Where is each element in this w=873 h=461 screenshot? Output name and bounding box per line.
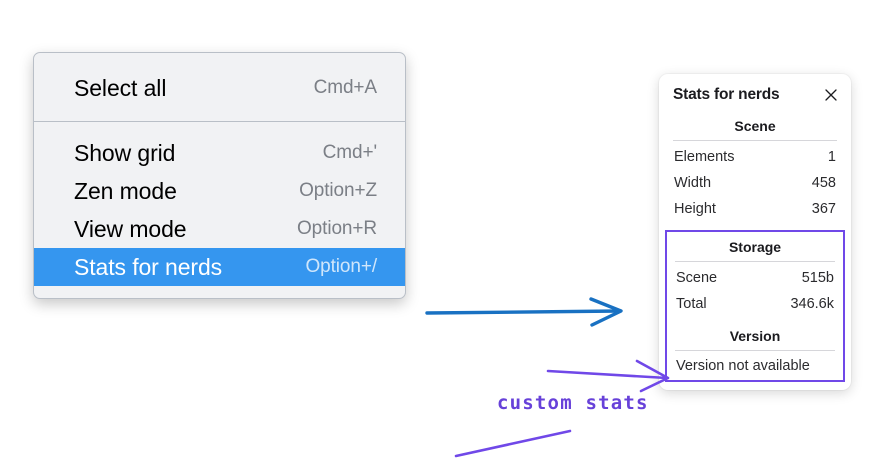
stat-row-elements: Elements 1 bbox=[669, 145, 841, 171]
purple-arrow-to-box bbox=[546, 359, 670, 393]
menu-item-shortcut: Option+Z bbox=[299, 180, 377, 201]
menu-item-shortcut: Cmd+A bbox=[313, 77, 377, 98]
stat-value: 458 bbox=[811, 174, 836, 191]
menu-item-shortcut: Option+R bbox=[297, 218, 377, 239]
custom-stats-annotation-label: custom stats bbox=[497, 392, 649, 414]
context-menu[interactable]: Select all Cmd+A Show grid Cmd+' Zen mod… bbox=[33, 52, 406, 299]
stat-row-storage-total: Total 346.6k bbox=[671, 292, 839, 318]
stat-key: Elements bbox=[674, 149, 735, 165]
menu-item-stats-for-nerds[interactable]: Stats for nerds Option+/ bbox=[34, 248, 405, 286]
close-icon[interactable] bbox=[823, 87, 839, 103]
section-title-storage: Storage bbox=[728, 239, 782, 256]
stat-value: 367 bbox=[811, 200, 836, 217]
section-title-scene: Scene bbox=[734, 118, 776, 134]
menu-item-label: Show grid bbox=[74, 139, 176, 166]
stat-key: Total bbox=[676, 296, 707, 312]
section-title-version: Version bbox=[729, 327, 781, 344]
blue-arrow bbox=[425, 297, 623, 327]
stat-value: 1 bbox=[827, 149, 836, 165]
section-divider bbox=[675, 349, 835, 351]
stats-panel-header: Stats for nerds bbox=[669, 86, 841, 104]
menu-item-label: View mode bbox=[74, 215, 187, 242]
section-divider bbox=[675, 261, 835, 263]
stat-row-storage-scene: Scene 515b bbox=[671, 266, 839, 292]
menu-item-shortcut: Cmd+' bbox=[322, 142, 377, 163]
section-divider bbox=[673, 140, 837, 141]
menu-group-1: Select all Cmd+A bbox=[34, 53, 405, 121]
menu-item-show-grid[interactable]: Show grid Cmd+' bbox=[34, 134, 405, 172]
stats-panel: Stats for nerds Scene Elements 1 Width 4… bbox=[659, 74, 851, 390]
stat-value: 346.6k bbox=[790, 296, 834, 312]
version-not-available-text: Version not available bbox=[676, 357, 810, 374]
menu-item-zen-mode[interactable]: Zen mode Option+Z bbox=[34, 172, 405, 210]
stats-panel-title: Stats for nerds bbox=[673, 86, 780, 103]
custom-stats-highlight-box: Storage Scene 515b Total 346.6k Version … bbox=[665, 230, 845, 382]
menu-item-shortcut: Option+/ bbox=[305, 256, 377, 277]
stat-row-height: Height 367 bbox=[669, 197, 841, 223]
menu-item-label: Zen mode bbox=[74, 177, 177, 204]
menu-divider bbox=[34, 121, 405, 122]
menu-item-view-mode[interactable]: View mode Option+R bbox=[34, 210, 405, 248]
menu-item-select-all[interactable]: Select all Cmd+A bbox=[34, 69, 405, 107]
menu-item-label: Stats for nerds bbox=[74, 253, 223, 280]
stat-key: Scene bbox=[676, 270, 718, 287]
stat-row-width: Width 458 bbox=[669, 171, 841, 197]
stat-key: Height bbox=[674, 200, 716, 217]
purple-underline-stroke bbox=[454, 429, 572, 458]
menu-group-2: Show grid Cmd+' Zen mode Option+Z View m… bbox=[34, 122, 405, 298]
stat-value: 515b bbox=[801, 270, 834, 287]
stats-section-scene: Scene Elements 1 Width 458 Height 367 bbox=[669, 116, 841, 224]
menu-item-label: Select all bbox=[74, 74, 167, 101]
stat-key: Width bbox=[674, 174, 712, 191]
